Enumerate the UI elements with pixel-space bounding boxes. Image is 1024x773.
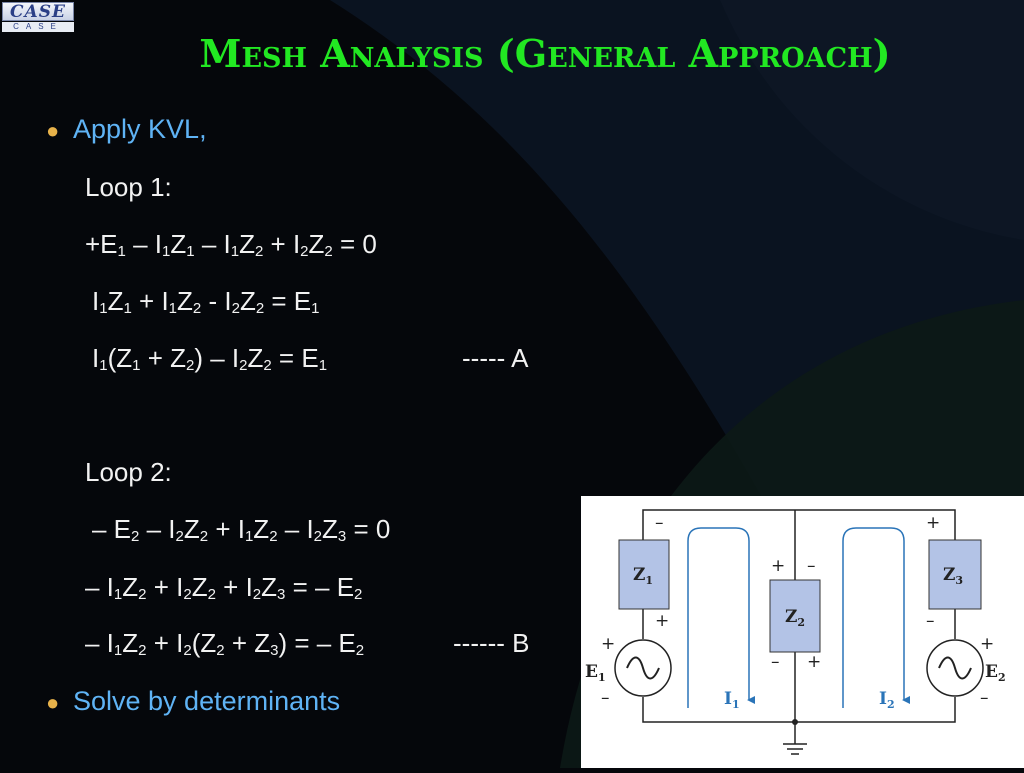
polarity-minus: – (655, 513, 664, 533)
polarity-plus: + (601, 634, 615, 654)
polarity-minus: – (807, 556, 816, 576)
polarity-plus: + (807, 652, 821, 672)
i1-label: I1 (724, 689, 740, 711)
polarity-minus: – (926, 611, 935, 631)
i2-label: I2 (879, 689, 895, 711)
circuit-wires (642, 509, 956, 755)
loop2-equation-3: – I1Z2 + I2(Z2 + Z3) = – E2 (85, 628, 365, 659)
polarity-minus: – (601, 688, 610, 708)
bullet-dot-icon: ● (46, 690, 60, 715)
polarity-plus: + (926, 513, 940, 533)
z1-label: Z1 (633, 565, 653, 587)
e1-label: E1 (585, 662, 606, 684)
impedance-z2 (769, 579, 821, 653)
bullet-solve-determinants: Solve by determinants (73, 686, 341, 716)
slide-title: Mesh Analysis (General Approach) (199, 31, 891, 76)
case-logo: CASE CASE (2, 2, 76, 32)
polarity-minus: – (771, 652, 780, 672)
polarity-plus: + (980, 634, 994, 654)
loop2-label: Loop 2: (85, 457, 172, 487)
z3-label: Z3 (943, 565, 963, 587)
impedance-z1 (618, 539, 670, 610)
node-dot (792, 719, 798, 725)
logo-subtext: CASE (2, 22, 74, 32)
loop2-equation-2: – I1Z2 + I2Z2 + I2Z3 = – E2 (85, 572, 363, 603)
mesh-current-i1-arrow (687, 527, 755, 708)
impedance-z3 (928, 539, 982, 610)
sine-wave-icon (938, 656, 972, 680)
equation-tag-a: ----- A (462, 343, 529, 373)
z2-label: Z2 (785, 607, 805, 629)
mesh-circuit-diagram: Z1 Z2 Z3 E1 E2 – + + – + – – + + – + – I… (581, 496, 1024, 768)
loop1-equation-1: +E1 – I1Z1 – I1Z2 + I2Z2 = 0 (85, 229, 377, 260)
loop1-label: Loop 1: (85, 172, 172, 202)
equation-tag-b: ------ B (453, 628, 530, 658)
polarity-minus: – (980, 688, 989, 708)
polarity-plus: + (771, 556, 785, 576)
loop2-equation-1: – E2 – I2Z2 + I1Z2 – I2Z3 = 0 (92, 514, 391, 545)
bullet-apply-kvl: Apply KVL, (73, 114, 207, 144)
loop1-equation-2: I1Z1 + I1Z2 - I2Z2 = E1 (92, 286, 320, 317)
polarity-plus: + (655, 611, 669, 631)
loop1-equation-3: I1(Z1 + Z2) – I2Z2 = E1 (92, 343, 328, 374)
bullet-dot-icon: ● (46, 118, 60, 143)
e2-label: E2 (985, 662, 1006, 684)
logo-mark: CASE (2, 2, 74, 21)
mesh-current-i2-arrow (842, 527, 910, 708)
sine-wave-icon (626, 656, 660, 680)
circuit-svg: Z1 Z2 Z3 E1 E2 – + + – + – – + + – + – I… (585, 509, 1006, 755)
